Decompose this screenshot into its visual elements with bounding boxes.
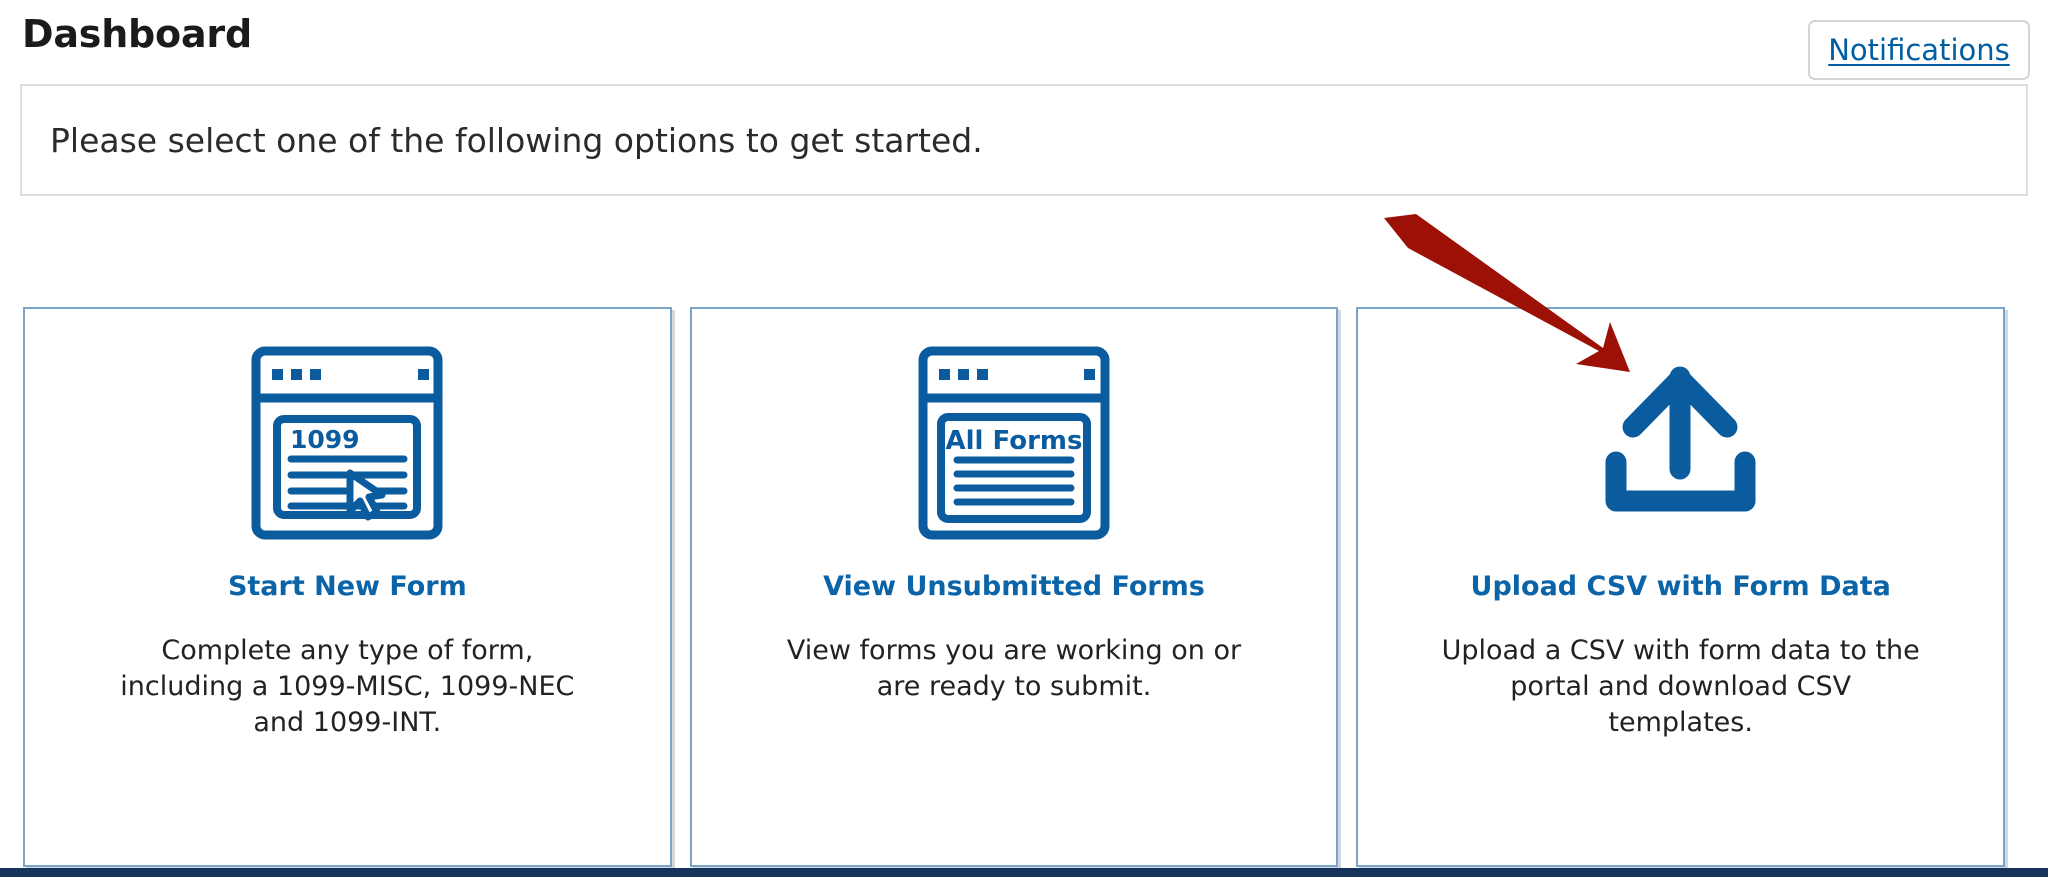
card-title-view-unsubmitted-forms: View Unsubmitted Forms	[823, 571, 1205, 602]
card-view-unsubmitted-forms[interactable]: All Forms View Unsubmitted Forms View fo…	[689, 307, 1339, 867]
card-icon-wrapper	[1593, 345, 1768, 541]
card-description-view-unsubmitted-forms: View forms you are working on or are rea…	[786, 635, 1242, 703]
intro-banner: Please select one of the following optio…	[20, 84, 2028, 196]
all-forms-window-icon: All Forms	[918, 346, 1110, 540]
card-title-upload-csv: Upload CSV with Form Data	[1470, 571, 1891, 602]
icon-all-forms-label: All Forms	[946, 426, 1083, 456]
form-1099-window-icon: 1099	[251, 346, 443, 540]
card-title-start-new-form: Start New Form	[227, 571, 467, 602]
intro-banner-text: Please select one of the following optio…	[50, 120, 983, 160]
card-upload-csv[interactable]: Upload CSV with Form Data Upload a CSV w…	[1356, 307, 2006, 867]
page-header: Dashboard Notifications	[0, 0, 2048, 92]
card-icon-wrapper: All Forms	[917, 345, 1111, 541]
dashboard-cards-row: 1099 Start New Form Complete any type of…	[23, 307, 2006, 867]
notifications-button[interactable]: Notifications	[1808, 20, 2030, 80]
upload-tray-arrow-icon	[1605, 366, 1756, 511]
notifications-link-label[interactable]: Notifications	[1828, 32, 2010, 67]
card-start-new-form[interactable]: 1099 Start New Form Complete any type of…	[23, 307, 672, 867]
icon-1099-label: 1099	[290, 425, 360, 454]
card-icon-wrapper: 1099	[250, 345, 444, 541]
page-title: Dashboard	[22, 12, 252, 56]
card-description-upload-csv: Upload a CSV with form data to the porta…	[1441, 635, 1920, 738]
cursor-arrow-icon	[346, 469, 386, 521]
card-description-start-new-form: Complete any type of form, including a 1…	[120, 635, 575, 738]
page-bottom-bar	[0, 868, 2048, 877]
